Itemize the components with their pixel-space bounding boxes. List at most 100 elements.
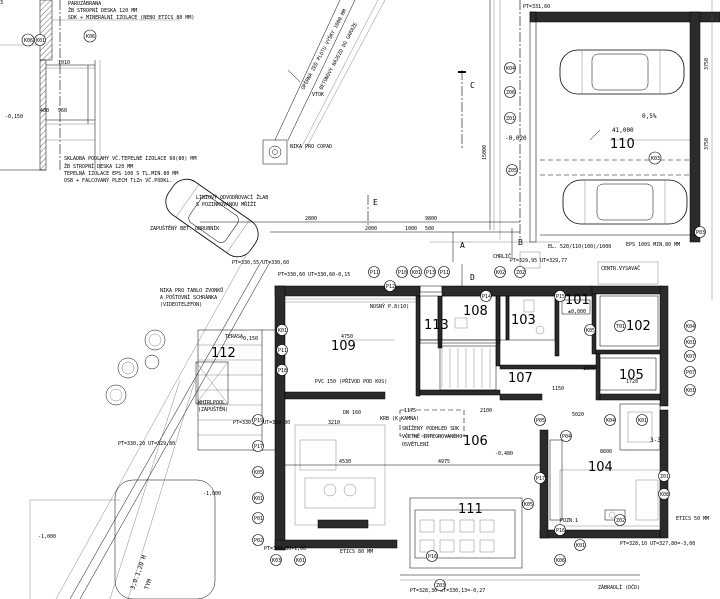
element-tag-bubble: [684, 320, 696, 332]
etics2-label: ETICS 50 MM: [676, 516, 709, 522]
dim-1010: 1010: [58, 60, 70, 66]
element-tag-label: Z01: [660, 474, 669, 480]
nika-zvonek-label-3: (VIDEOTELEFON): [160, 302, 202, 308]
element-tag-label: K05: [586, 328, 595, 334]
svg-text:1000: 1000: [405, 226, 417, 232]
bathrooms: [419, 295, 556, 341]
dim-2800: 2800: [305, 216, 317, 222]
centr-label: CENTR.VYSAVAČ: [601, 265, 640, 272]
element-tag-label: K01: [412, 270, 421, 276]
level-minus-020: -0,020: [505, 135, 527, 142]
section-a: A: [460, 241, 465, 250]
dim-9800: 9800: [425, 216, 437, 222]
element-tag-bubble: [384, 280, 396, 292]
terasa-label: TERASA: [225, 334, 243, 340]
element-tag-bubble: [604, 414, 616, 426]
element-tag-label: K05: [524, 502, 533, 508]
element-tag-bubble: [438, 266, 450, 278]
element-tag-label: K01: [296, 558, 305, 564]
room-110-number: 110: [610, 137, 635, 152]
element-tag-label: K01: [576, 543, 585, 549]
element-tag-label: K01: [686, 340, 695, 346]
tag-bubble: [83, 29, 97, 43]
svg-text:-0,150: -0,150: [240, 336, 258, 342]
svg-text:4750: 4750: [341, 334, 353, 340]
room-113-number: 113: [424, 318, 449, 333]
element-tag-label: K01: [278, 328, 287, 334]
svg-text:PT=329,80+1,00: PT=329,80+1,00: [264, 546, 306, 552]
note-top-2: ŽB STROPNÍ DESKA 120 MM: [68, 6, 137, 14]
dn-label: DN 160: [343, 410, 361, 416]
element-tag-bubble: [494, 266, 506, 278]
note-left-3: TEPELNÁ IZOLACE EPS 100 S TL.MIN.80 MM: [64, 170, 178, 177]
nosny-label: NOSNÝ P.8(10): [370, 303, 409, 310]
section-e: E: [373, 198, 378, 207]
note-left-1: SKLADBA PODLAHY VČ.TEPELNÉ IZOLACE 60(80…: [64, 154, 196, 162]
element-tag-label: P17: [536, 476, 545, 482]
svg-text:3210: 3210: [328, 420, 340, 426]
element-tag-bubble: [252, 512, 264, 524]
boundary-dim-2: TYM: [143, 578, 153, 591]
sdk-label-1: SNÍŽENÝ PODHLED SDK: [402, 424, 459, 432]
room-111-number: 111: [458, 502, 483, 517]
svg-text:1175: 1175: [404, 408, 416, 414]
element-tag-bubble: [270, 554, 282, 566]
element-tag-bubble: [636, 414, 648, 426]
three-three-label: 3-3: [650, 437, 661, 444]
level-pt-331: PT=331,60: [523, 4, 550, 10]
room-103-number: 103: [511, 313, 536, 328]
detail-wall-upper: [39, 0, 53, 61]
element-tag-bubble: [252, 414, 264, 426]
top-dimensions: 9800 2800 2000 1000 500: [200, 216, 560, 243]
svg-text:3750: 3750: [704, 138, 710, 150]
element-tag-label: Z05: [508, 168, 517, 174]
element-tag-bubble: [614, 514, 626, 526]
level-minus-150-left: -0,150: [5, 114, 23, 120]
element-tag-bubble: [434, 579, 446, 591]
element-tag-bubble: [424, 266, 436, 278]
svg-text:-1,000: -1,000: [38, 534, 56, 540]
element-tag-label: P11: [440, 270, 449, 276]
element-tag-bubble: [658, 488, 670, 500]
room-109-number: 109: [331, 339, 356, 354]
element-tag-bubble: [560, 430, 572, 442]
svg-text:3750: 3750: [704, 58, 710, 70]
car-left: [165, 178, 259, 258]
element-tag-label: K01: [638, 418, 647, 424]
sdk-label-3: OSVĚTLENÍ: [402, 440, 429, 448]
whirlpool-label-2: (ZAPUŠTĚN): [198, 405, 228, 413]
element-tag-label: K04: [506, 66, 515, 72]
room-101-number: 101: [565, 293, 590, 308]
room-107-number: 107: [508, 371, 533, 386]
zapusteny-label: ZAPUŠTĚNÝ BET. OBRUBNÍK: [150, 224, 219, 232]
room-104-number: 104: [588, 460, 613, 475]
svg-text:PT=330,20 UT=329,80: PT=330,20 UT=329,80: [118, 441, 175, 447]
vtok-label: VTOK: [312, 92, 324, 98]
element-tag-bubble: [276, 364, 288, 376]
element-tag-bubble: [276, 344, 288, 356]
car-garage-bottom: [562, 179, 688, 225]
section-b: B: [518, 238, 523, 247]
drain-label-2: S POZINKOVANOU MŘÍŽÍ: [196, 200, 256, 208]
element-tag-label: P02: [254, 538, 263, 544]
parcel-bottom-left: -1,000 -1,000 3,0.1,20 M TYM: [29, 479, 221, 599]
living-area: SNÍŽENÝ PODHLED SDK VČETNĚ INTEGROVANÉHO…: [285, 409, 709, 591]
nika-copad-label: NIKA PRO COPAD: [290, 144, 332, 150]
section-c-top: C: [470, 81, 475, 90]
pozn-label: POZN.1: [560, 518, 578, 524]
element-tag-label: K04: [686, 324, 695, 330]
slope-label: 0,5%: [642, 113, 657, 120]
whirlpool-label-1: WHIRLPOOL: [198, 400, 225, 406]
element-tag-label: P13: [426, 270, 435, 276]
svg-text:-1,000: -1,000: [203, 491, 221, 497]
element-tag-label: K08: [660, 492, 669, 498]
etics-label: ETICS 80 MM: [340, 549, 373, 555]
element-tag-bubble: [294, 554, 306, 566]
element-tag-label: P16: [556, 528, 565, 534]
element-tag-bubble: [368, 266, 380, 278]
element-tag-label: P03: [696, 230, 705, 236]
section-d: D: [470, 273, 475, 282]
room-101-area: ±0,000: [568, 309, 586, 315]
